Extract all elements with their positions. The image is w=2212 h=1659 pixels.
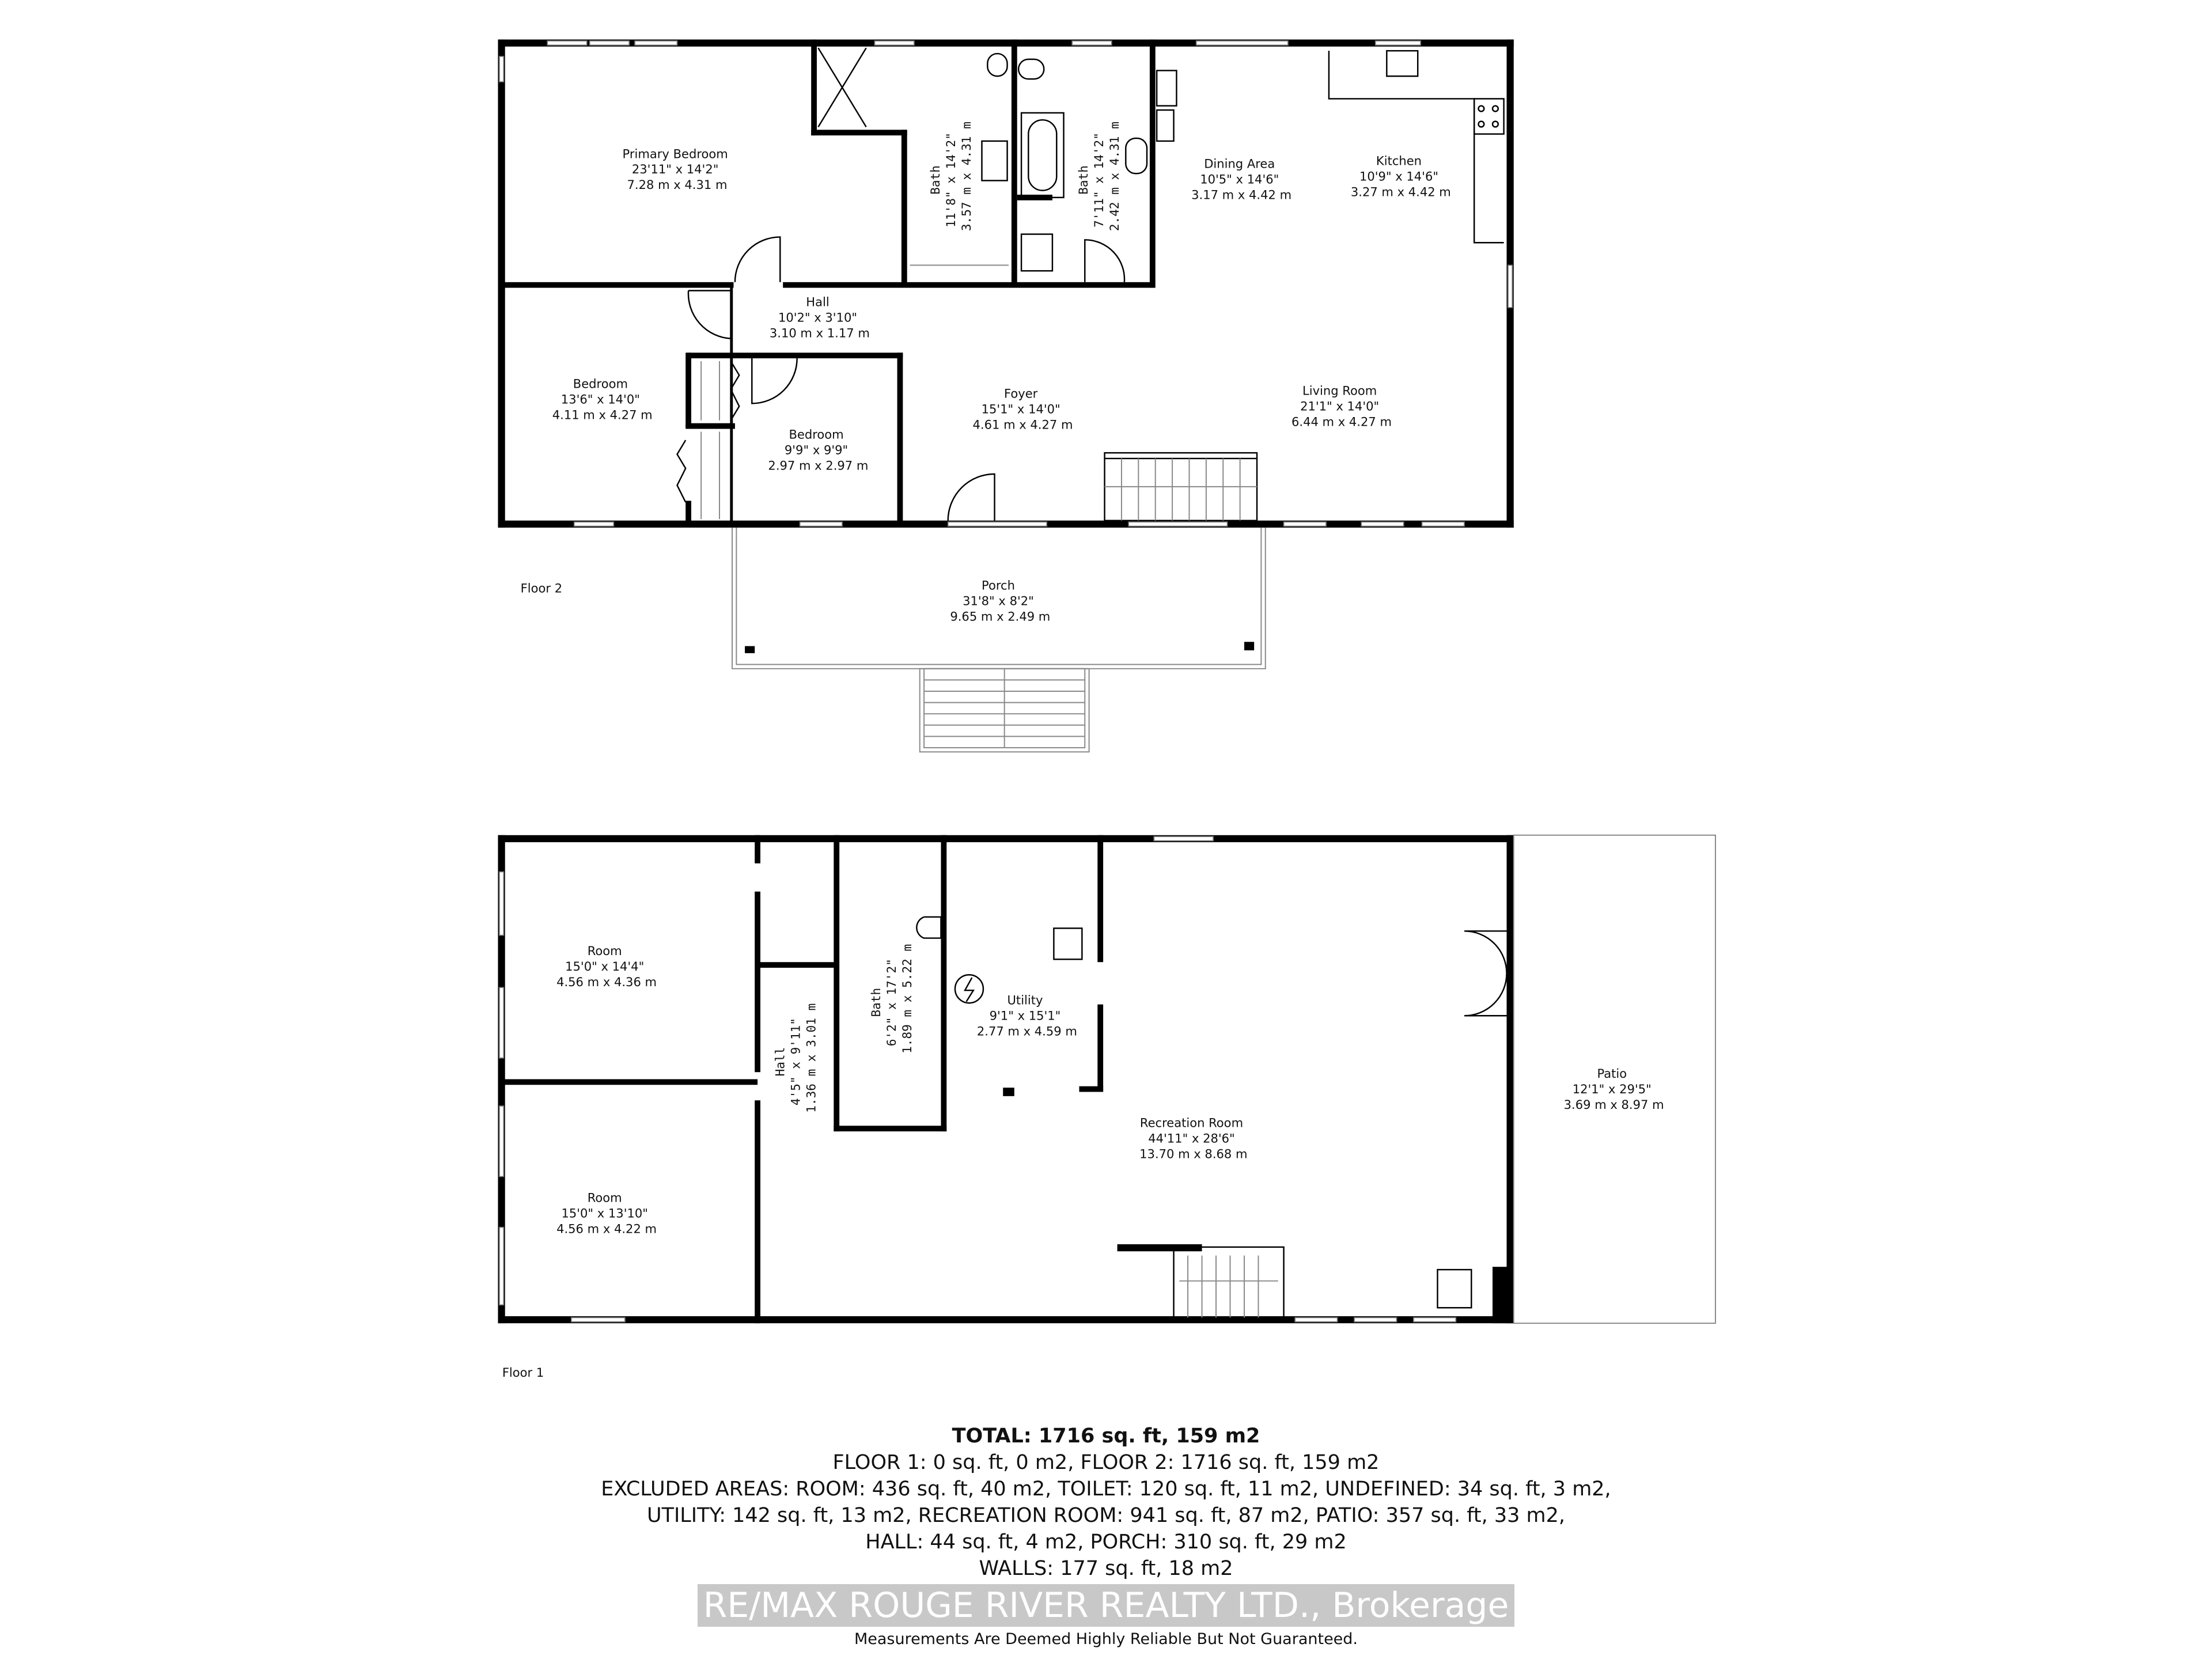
room-label-hall-floor-1: Hall 4'5" x 9'11" 1.36 m x 3.01 m <box>773 1003 819 1113</box>
summary-line: FLOOR 1: 0 sq. ft, 0 m2, FLOOR 2: 1716 s… <box>832 1451 1380 1474</box>
room-label-bath-floor-1: Bath 6'2" x 17'2" 1.89 m x 5.22 m <box>869 944 914 1054</box>
room-label-patio: Patio 12'1" x 29'5" 3.69 m x 8.97 m <box>1564 1066 1664 1112</box>
room-label-living-room: Living Room 21'1" x 14'0" 6.44 m x 4.27 … <box>1291 384 1392 429</box>
summary-line: EXCLUDED AREAS: ROOM: 436 sq. ft, 40 m2,… <box>601 1478 1611 1501</box>
room-label-bath-1: Bath 11'8" x 14'2" 3.57 m x 4.31 m <box>928 122 974 231</box>
water-heater-icon <box>954 974 984 1004</box>
porch <box>732 527 1266 753</box>
room-label-bedroom-1: Bedroom 13'6" x 14'0" 4.11 m x 4.27 m <box>552 376 653 422</box>
summary-line: WALLS: 177 sq. ft, 18 m2 <box>979 1557 1233 1580</box>
room-label-kitchen: Kitchen 10'9" x 14'6" 3.27 m x 4.42 m <box>1351 154 1451 199</box>
total-area: TOTAL: 1716 sq. ft, 159 m2 <box>952 1425 1260 1448</box>
room-label-room-2: Room 15'0" x 13'10" 4.56 m x 4.22 m <box>556 1191 657 1236</box>
disclaimer: Measurements Are Deemed Highly Reliable … <box>854 1630 1358 1648</box>
floor-2-label: Floor 2 <box>521 581 562 596</box>
floor-1-plan: Room 15'0" x 14'4" 4.56 m x 4.36 m Room … <box>498 834 1716 1380</box>
stairs-floor-1 <box>1117 1244 1285 1319</box>
area-summary: TOTAL: 1716 sq. ft, 159 m2 FLOOR 1: 0 sq… <box>0 1423 2212 1651</box>
stairs-floor-2 <box>1104 452 1258 521</box>
room-label-bedroom-2: Bedroom 9'9" x 9'9" 2.97 m x 2.97 m <box>768 427 868 473</box>
summary-line: UTILITY: 142 sq. ft, 13 m2, RECREATION R… <box>646 1504 1566 1527</box>
patio-area <box>1513 834 1716 1324</box>
room-label-utility: Utility 9'1" x 15'1" 2.77 m x 4.59 m <box>977 993 1077 1039</box>
room-label-dining-area: Dining Area 10'5" x 14'6" 3.17 m x 4.42 … <box>1191 156 1291 202</box>
room-label-recreation-room: Recreation Room 44'11" x 28'6" 13.70 m x… <box>1139 1116 1247 1161</box>
room-label-bath-2: Bath 7'11" x 14'2" 2.42 m x 4.31 m <box>1076 122 1122 231</box>
room-label-primary-bedroom: Primary Bedroom 23'11" x 14'2" 7.28 m x … <box>623 146 732 192</box>
floor-1-label: Floor 1 <box>502 1365 544 1380</box>
room-label-room-1: Room 15'0" x 14'4" 4.56 m x 4.36 m <box>556 944 657 989</box>
summary-line: HALL: 44 sq. ft, 4 m2, PORCH: 310 sq. ft… <box>865 1531 1347 1554</box>
brokerage-watermark: RE/MAX ROUGE RIVER REALTY LTD., Brokerag… <box>697 1584 1515 1627</box>
floor-2-plan: Primary Bedroom 23'11" x 14'2" 7.28 m x … <box>498 39 1514 753</box>
room-label-foyer: Foyer 15'1" x 14'0" 4.61 m x 4.27 m <box>973 387 1073 432</box>
room-label-hall: Hall 10'2" x 3'10" 3.10 m x 1.17 m <box>770 294 870 340</box>
room-label-porch: Porch 31'8" x 8'2" 9.65 m x 2.49 m <box>950 578 1050 624</box>
